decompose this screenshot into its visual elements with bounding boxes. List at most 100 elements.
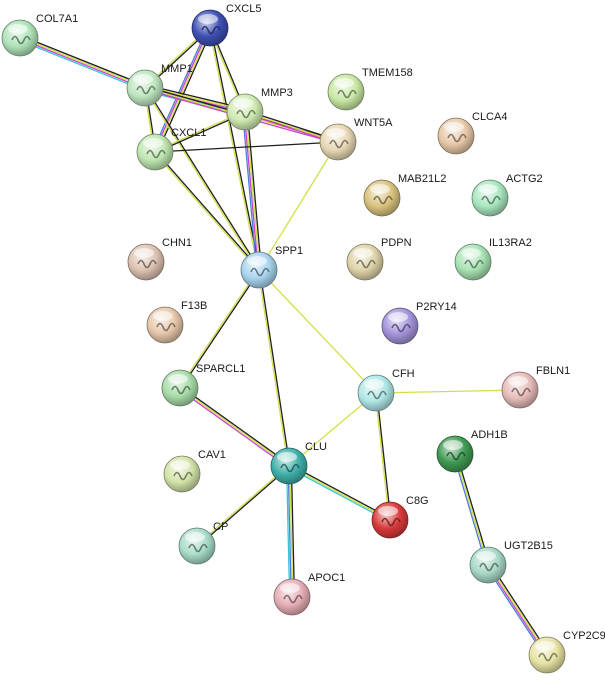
edge-col7a1-mmp1 — [18, 35, 147, 91]
edge-strand — [257, 270, 289, 467]
edge-strand — [152, 26, 209, 152]
protein-structure-icon — [447, 133, 467, 143]
edge-clu-cp — [196, 464, 290, 548]
node-gloss — [461, 248, 481, 258]
node-cp[interactable]: CP — [178, 521, 228, 565]
node-gloss — [535, 641, 555, 651]
node-cxcl1[interactable]: CXCL1 — [136, 127, 206, 171]
edge-strand — [210, 27, 261, 270]
node-label: CLU — [305, 441, 327, 453]
edge-strand — [20, 35, 147, 87]
node-gloss — [133, 74, 153, 84]
edge-cxcl1-wnt5a — [154, 141, 339, 153]
protein-structure-icon — [136, 85, 156, 95]
edge-strand — [285, 466, 291, 598]
node-mmp1[interactable]: MMP1 — [126, 63, 193, 107]
node-gloss — [364, 379, 384, 389]
edge-strand — [287, 466, 292, 598]
edge-clu-apoc1 — [285, 465, 296, 598]
node-spp1[interactable]: SPP1 — [240, 245, 303, 289]
node-mmp3[interactable]: MMP3 — [226, 87, 293, 131]
node-cyp2c9[interactable]: CYP2C9 — [528, 630, 605, 674]
node-gloss — [277, 452, 297, 462]
node-gloss — [326, 128, 346, 138]
node-sparcl1[interactable]: SPARCL1 — [161, 363, 245, 407]
edge-strand — [197, 466, 290, 548]
node-cxcl5[interactable]: CXCL5 — [191, 3, 261, 47]
edge-strand — [289, 464, 392, 520]
edge-mmp3-spp1 — [241, 111, 263, 271]
node-cfh[interactable]: CFH — [357, 368, 415, 412]
edge-mmp1-spp1 — [143, 87, 261, 271]
protein-structure-icon — [373, 195, 393, 205]
node-actg2[interactable]: ACTG2 — [471, 173, 543, 217]
protein-structure-icon — [481, 195, 501, 205]
edge-sparcl1-clu — [178, 386, 291, 468]
edge-cfh-c8g — [374, 392, 392, 521]
node-p2ry14[interactable]: P2RY14 — [381, 301, 457, 345]
node-apoc1[interactable]: APOC1 — [273, 572, 345, 616]
node-label: CHN1 — [162, 237, 192, 249]
node-gloss — [443, 440, 463, 450]
node-col7a1[interactable]: COL7A1 — [1, 13, 78, 57]
edge-strand — [245, 111, 261, 270]
node-c8g[interactable]: C8G — [371, 495, 429, 539]
edge-strand — [19, 38, 145, 90]
edge-strand — [155, 28, 212, 153]
edge-strand — [258, 269, 377, 394]
node-gloss — [508, 376, 528, 386]
edge-strand — [179, 387, 290, 467]
node-gloss — [170, 460, 190, 470]
node-mab21l2[interactable]: MAB21L2 — [363, 173, 446, 217]
edge-strand — [153, 27, 210, 152]
node-ugt2b15[interactable]: UGT2B15 — [469, 540, 553, 584]
edge-wnt5a-spp1 — [258, 141, 339, 271]
edge-clu-c8g — [287, 464, 392, 522]
protein-structure-icon — [146, 149, 166, 159]
node-gloss — [168, 374, 188, 384]
node-cav1[interactable]: CAV1 — [163, 449, 226, 493]
node-clca4[interactable]: CLCA4 — [437, 111, 507, 155]
node-tmem158[interactable]: TMEM158 — [327, 67, 413, 111]
protein-structure-icon — [250, 267, 270, 277]
edge-strand — [20, 36, 146, 88]
edge-strand — [145, 87, 261, 270]
edge-cxcl1-spp1 — [153, 151, 261, 271]
edge-cxcl5-spp1 — [208, 27, 261, 271]
node-pdpn[interactable]: PDPN — [346, 237, 412, 281]
node-label: IL13RA2 — [489, 237, 532, 249]
protein-structure-icon — [367, 390, 387, 400]
node-label: CFH — [392, 368, 415, 380]
node-clu[interactable]: CLU — [270, 441, 327, 485]
protein-structure-icon — [538, 652, 558, 662]
node-gloss — [370, 184, 390, 194]
node-label: C8G — [406, 495, 429, 507]
node-fbln1[interactable]: FBLN1 — [501, 365, 570, 409]
node-il13ra2[interactable]: IL13RA2 — [454, 237, 532, 281]
protein-structure-icon — [381, 517, 401, 527]
edge-strand — [156, 28, 213, 154]
node-label: CXCL1 — [171, 127, 206, 139]
node-gloss — [378, 506, 398, 516]
edge-spp1-clu — [257, 269, 291, 467]
node-chn1[interactable]: CHN1 — [127, 237, 192, 281]
edge-strand — [455, 453, 491, 565]
node-f13b[interactable]: F13B — [146, 300, 207, 344]
edge-strand — [287, 466, 390, 522]
edge-cfh-fbln1 — [375, 389, 521, 394]
node-gloss — [476, 551, 496, 561]
node-adh1b[interactable]: ADH1B — [436, 429, 508, 473]
node-label: ACTG2 — [506, 173, 543, 185]
node-label: UGT2B15 — [504, 540, 553, 552]
edge-spp1-cfh — [258, 269, 377, 394]
node-label: ADH1B — [471, 429, 508, 441]
node-label: CP — [213, 521, 228, 533]
edge-strand — [376, 392, 392, 520]
node-label: P2RY14 — [416, 301, 457, 313]
edge-strand — [180, 270, 261, 389]
node-gloss — [280, 583, 300, 593]
node-wnt5a[interactable]: WNT5A — [319, 117, 393, 161]
node-label: APOC1 — [308, 572, 345, 584]
edge-strand — [18, 39, 145, 91]
protein-structure-icon — [391, 323, 411, 333]
